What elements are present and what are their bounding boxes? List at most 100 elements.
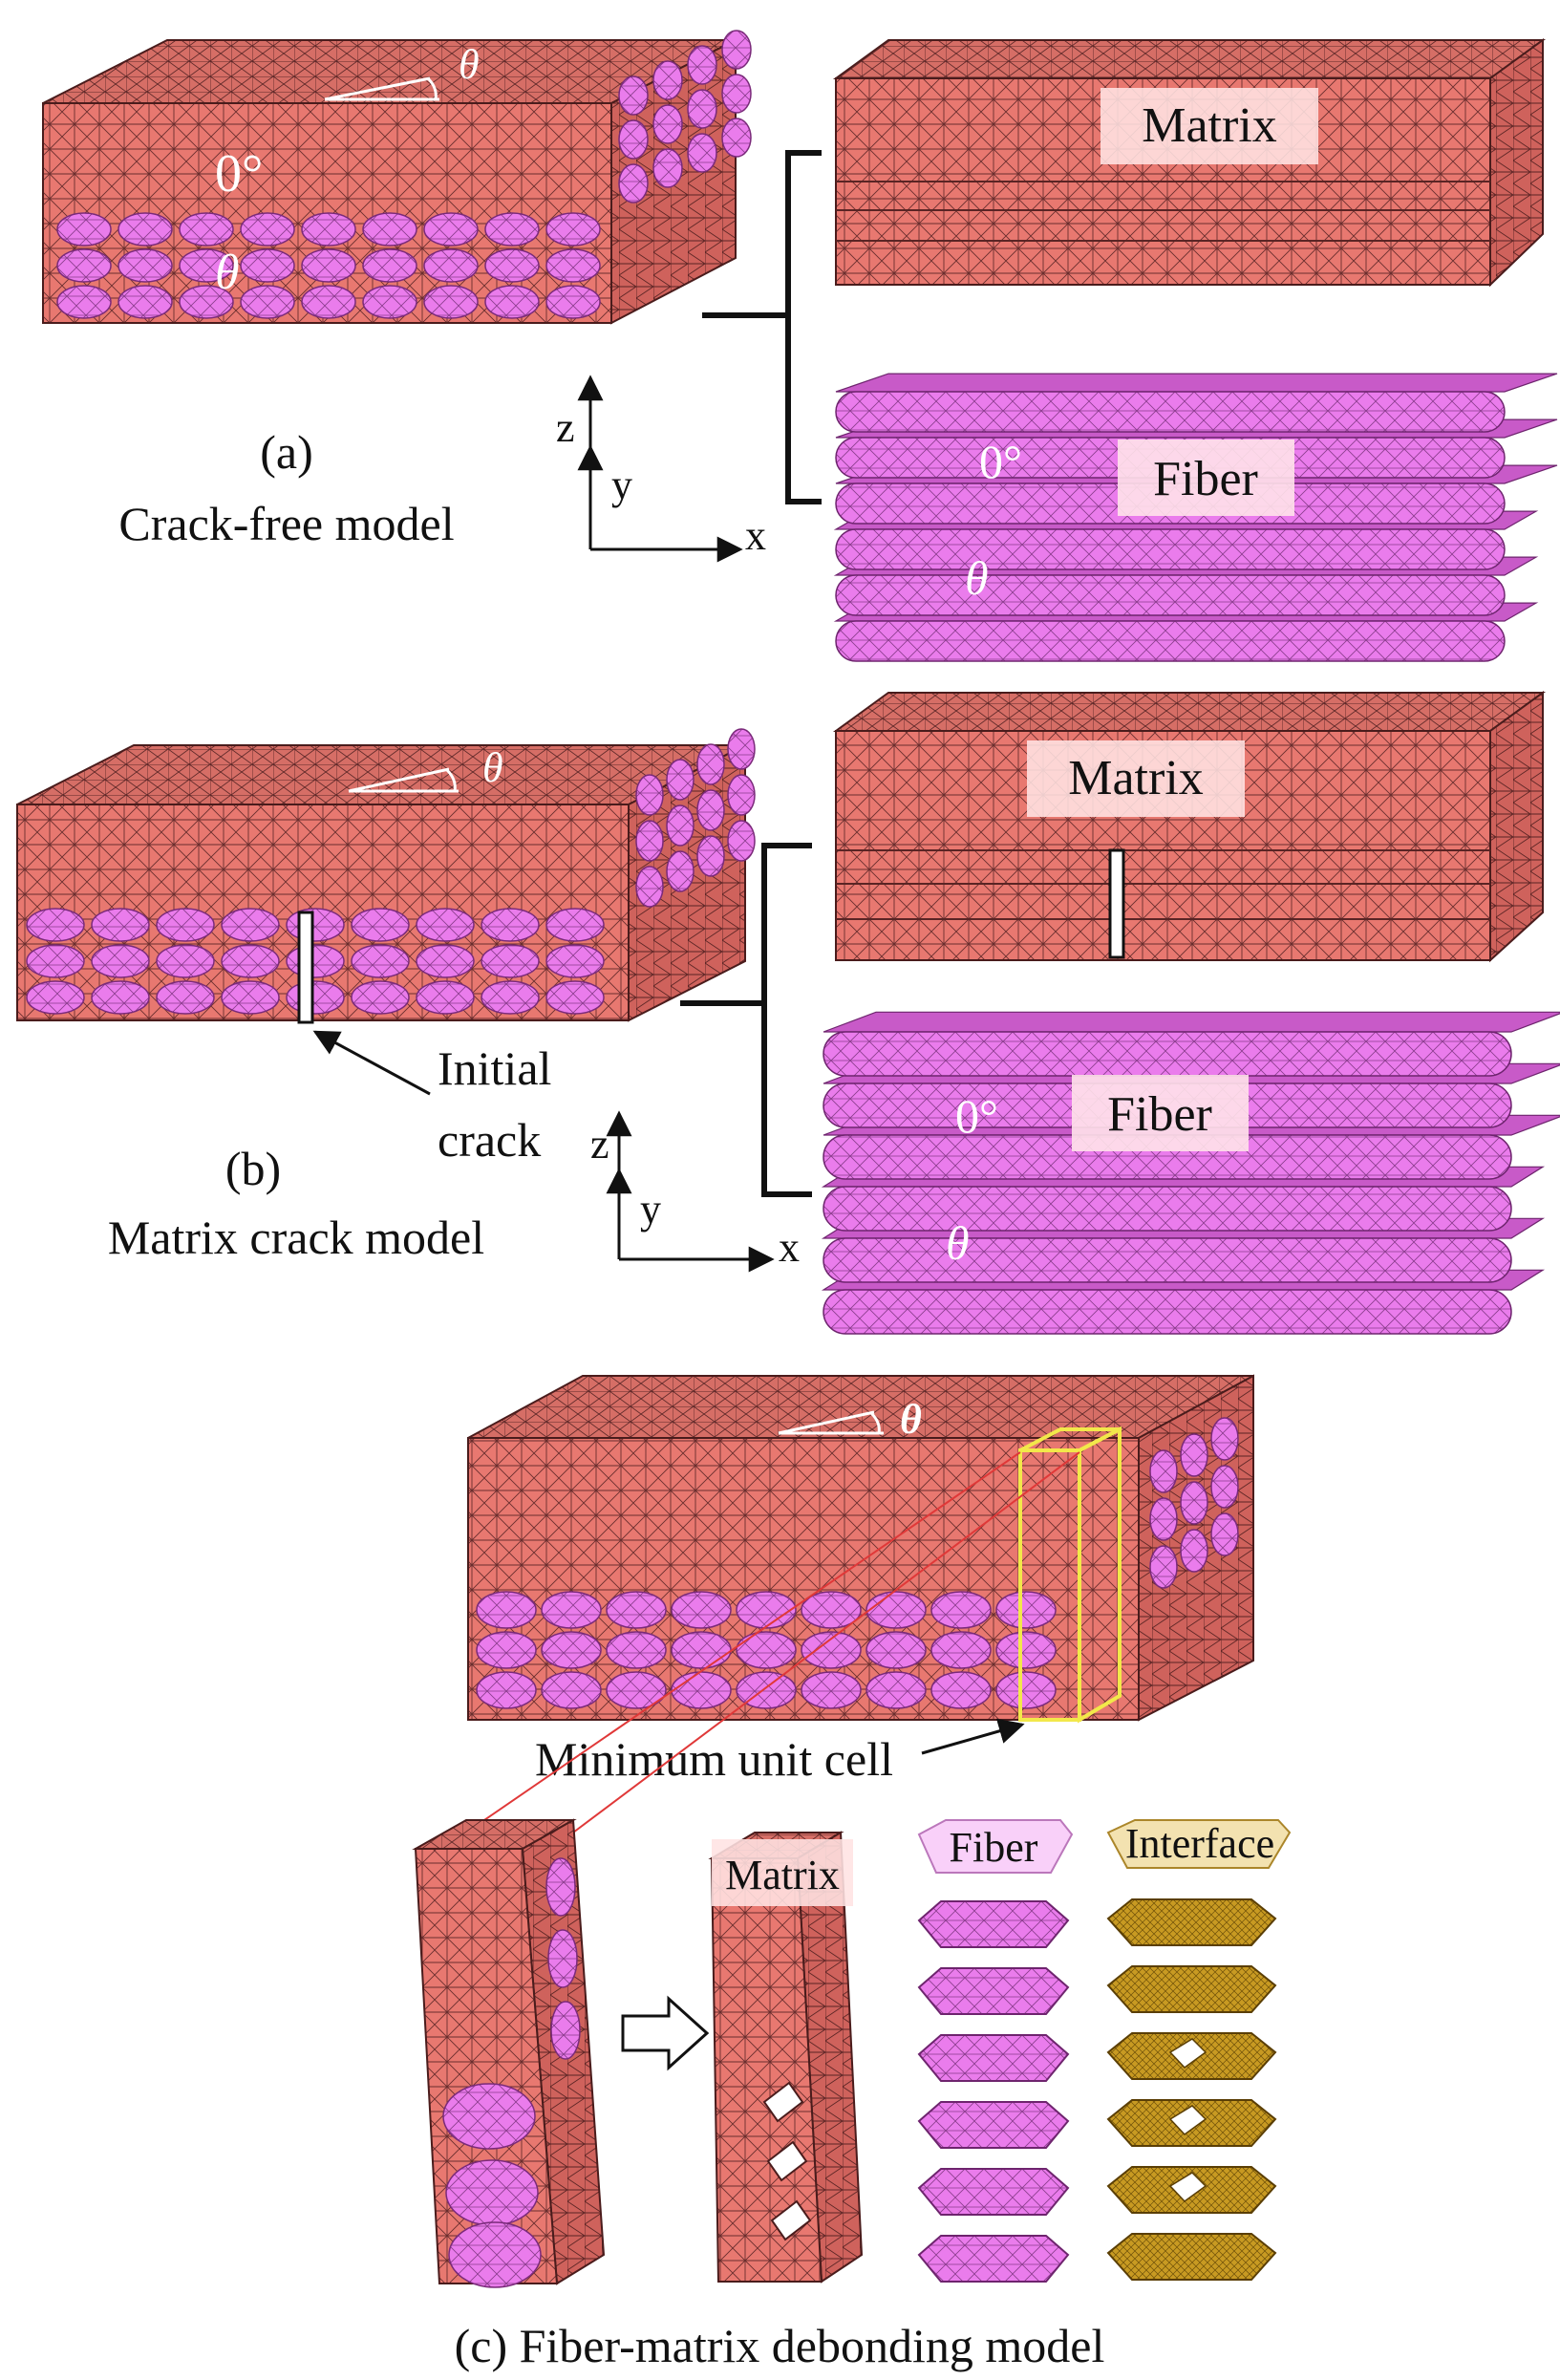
fiber-end: [618, 119, 649, 160]
fiber-end: [545, 944, 605, 978]
fiber-block-a: Fiber 0° θ: [833, 373, 1558, 662]
fiber-end: [541, 1631, 602, 1669]
caption-letter-a: (a): [260, 425, 313, 479]
axis-x-label: x: [779, 1224, 800, 1271]
fiber-end: [865, 1671, 927, 1709]
interface-hole: [1168, 2038, 1207, 2069]
fiber-end: [416, 908, 475, 942]
fiber-segment: [917, 2101, 1070, 2149]
fiber-theta-label: θ: [965, 551, 989, 605]
fiber-end: [26, 980, 85, 1015]
matrix-block-a: Matrix: [832, 38, 1547, 288]
fiber-end: [423, 285, 479, 319]
matrix-tag-bg: [1027, 740, 1245, 817]
fiber-end: [481, 944, 540, 978]
matrix-tag-bg: [712, 1839, 853, 1906]
fiber-end: [696, 743, 725, 785]
fiber-end: [550, 2001, 581, 2060]
fiber-end: [541, 1591, 602, 1629]
fiber-end: [240, 212, 295, 247]
matrix-tag: Matrix: [725, 1852, 840, 1898]
fiber-end: [416, 944, 475, 978]
debond-hole: [766, 2140, 808, 2182]
fiber-end: [618, 75, 649, 116]
front-fiber-ends: [56, 212, 601, 319]
fiber-end: [547, 1929, 578, 1988]
fiber-end: [995, 1591, 1057, 1629]
matrix-cell: Matrix: [708, 1831, 864, 2284]
interface-segment: [1106, 1965, 1277, 2013]
fiber-rod: [823, 1289, 1512, 1335]
fiber-end: [26, 944, 85, 978]
fiber-end: [351, 980, 410, 1015]
fiber-end: [56, 248, 112, 283]
fiber-end: [606, 1591, 667, 1629]
fiber-end: [156, 908, 215, 942]
fiber-end: [221, 980, 280, 1015]
fiber-end: [995, 1671, 1057, 1709]
angle-symbol: θ: [459, 41, 480, 88]
fiber-end: [930, 1631, 992, 1669]
fiber-end: [179, 248, 234, 283]
interface-hole: [1168, 2105, 1207, 2135]
fiber-zero-label: 0°: [979, 435, 1022, 488]
fiber-tag: Fiber: [1153, 452, 1258, 506]
unit-cell-fiber-ends: [442, 1857, 581, 2288]
fiber-end: [481, 908, 540, 942]
fiber-end: [56, 212, 112, 247]
coordinate-axes-a: z y x: [556, 375, 766, 563]
laminate-block-c: [467, 1374, 1254, 1722]
fiber-end: [448, 2221, 542, 2288]
split-bracket: [680, 843, 812, 1197]
fiber-end: [156, 944, 215, 978]
fiber-end: [635, 820, 664, 862]
transform-arrow: [621, 1995, 710, 2071]
fiber-block-b: Fiber 0° θ: [821, 1011, 1560, 1335]
fiber-theta-label: θ: [946, 1216, 970, 1270]
fiber-end: [442, 2083, 536, 2150]
angle-symbol: θ: [900, 1396, 922, 1443]
fiber-end: [1210, 1512, 1239, 1556]
fiber-end: [1210, 1465, 1239, 1509]
fiber-rod: [823, 1186, 1512, 1232]
fiber-end: [865, 1631, 927, 1669]
fiber-end: [666, 850, 695, 892]
caption-letter-b: (b): [225, 1142, 281, 1195]
laminate-block-b: [16, 728, 756, 1024]
caption-b: Matrix crack model: [108, 1211, 484, 1264]
fiber-end: [671, 1631, 732, 1669]
fiber-rod: [823, 1237, 1512, 1283]
fiber-end: [484, 248, 540, 283]
fiber-end: [545, 980, 605, 1015]
front-fiber-ends: [476, 1591, 1057, 1709]
fiber-end: [727, 728, 756, 770]
fiber-segment: [917, 2235, 1070, 2283]
fiber-end: [930, 1671, 992, 1709]
fiber-tag-bg: [1118, 440, 1294, 516]
fiber-segments: [917, 1900, 1070, 2283]
caption-a: Crack-free model: [118, 497, 454, 550]
fiber-end: [687, 89, 717, 129]
fiber-rod: [835, 391, 1506, 433]
fiber-rod: [835, 574, 1506, 616]
fiber-rod-top: [823, 1011, 1560, 1033]
fiber-end: [1210, 1417, 1239, 1461]
fiber-end: [286, 980, 345, 1015]
axis-x-label: x: [745, 512, 766, 559]
crack-label-line2: crack: [438, 1113, 541, 1167]
fiber-end: [666, 804, 695, 847]
fiber-rods: [821, 1011, 1560, 1335]
fiber-zero-label: 0°: [955, 1089, 998, 1143]
angle-symbol: θ: [482, 744, 503, 791]
interface-tag: Interface: [1125, 1820, 1274, 1867]
fiber-rods: [833, 373, 1558, 662]
fiber-end: [606, 1671, 667, 1709]
fiber-end: [801, 1671, 862, 1709]
fiber-end: [240, 248, 295, 283]
fiber-segment: [917, 1900, 1070, 1948]
fiber-end: [221, 908, 280, 942]
matrix-block-b: Matrix: [832, 691, 1547, 963]
fiber-end: [1180, 1529, 1208, 1573]
ply-angle-indicator: θ: [324, 41, 480, 101]
